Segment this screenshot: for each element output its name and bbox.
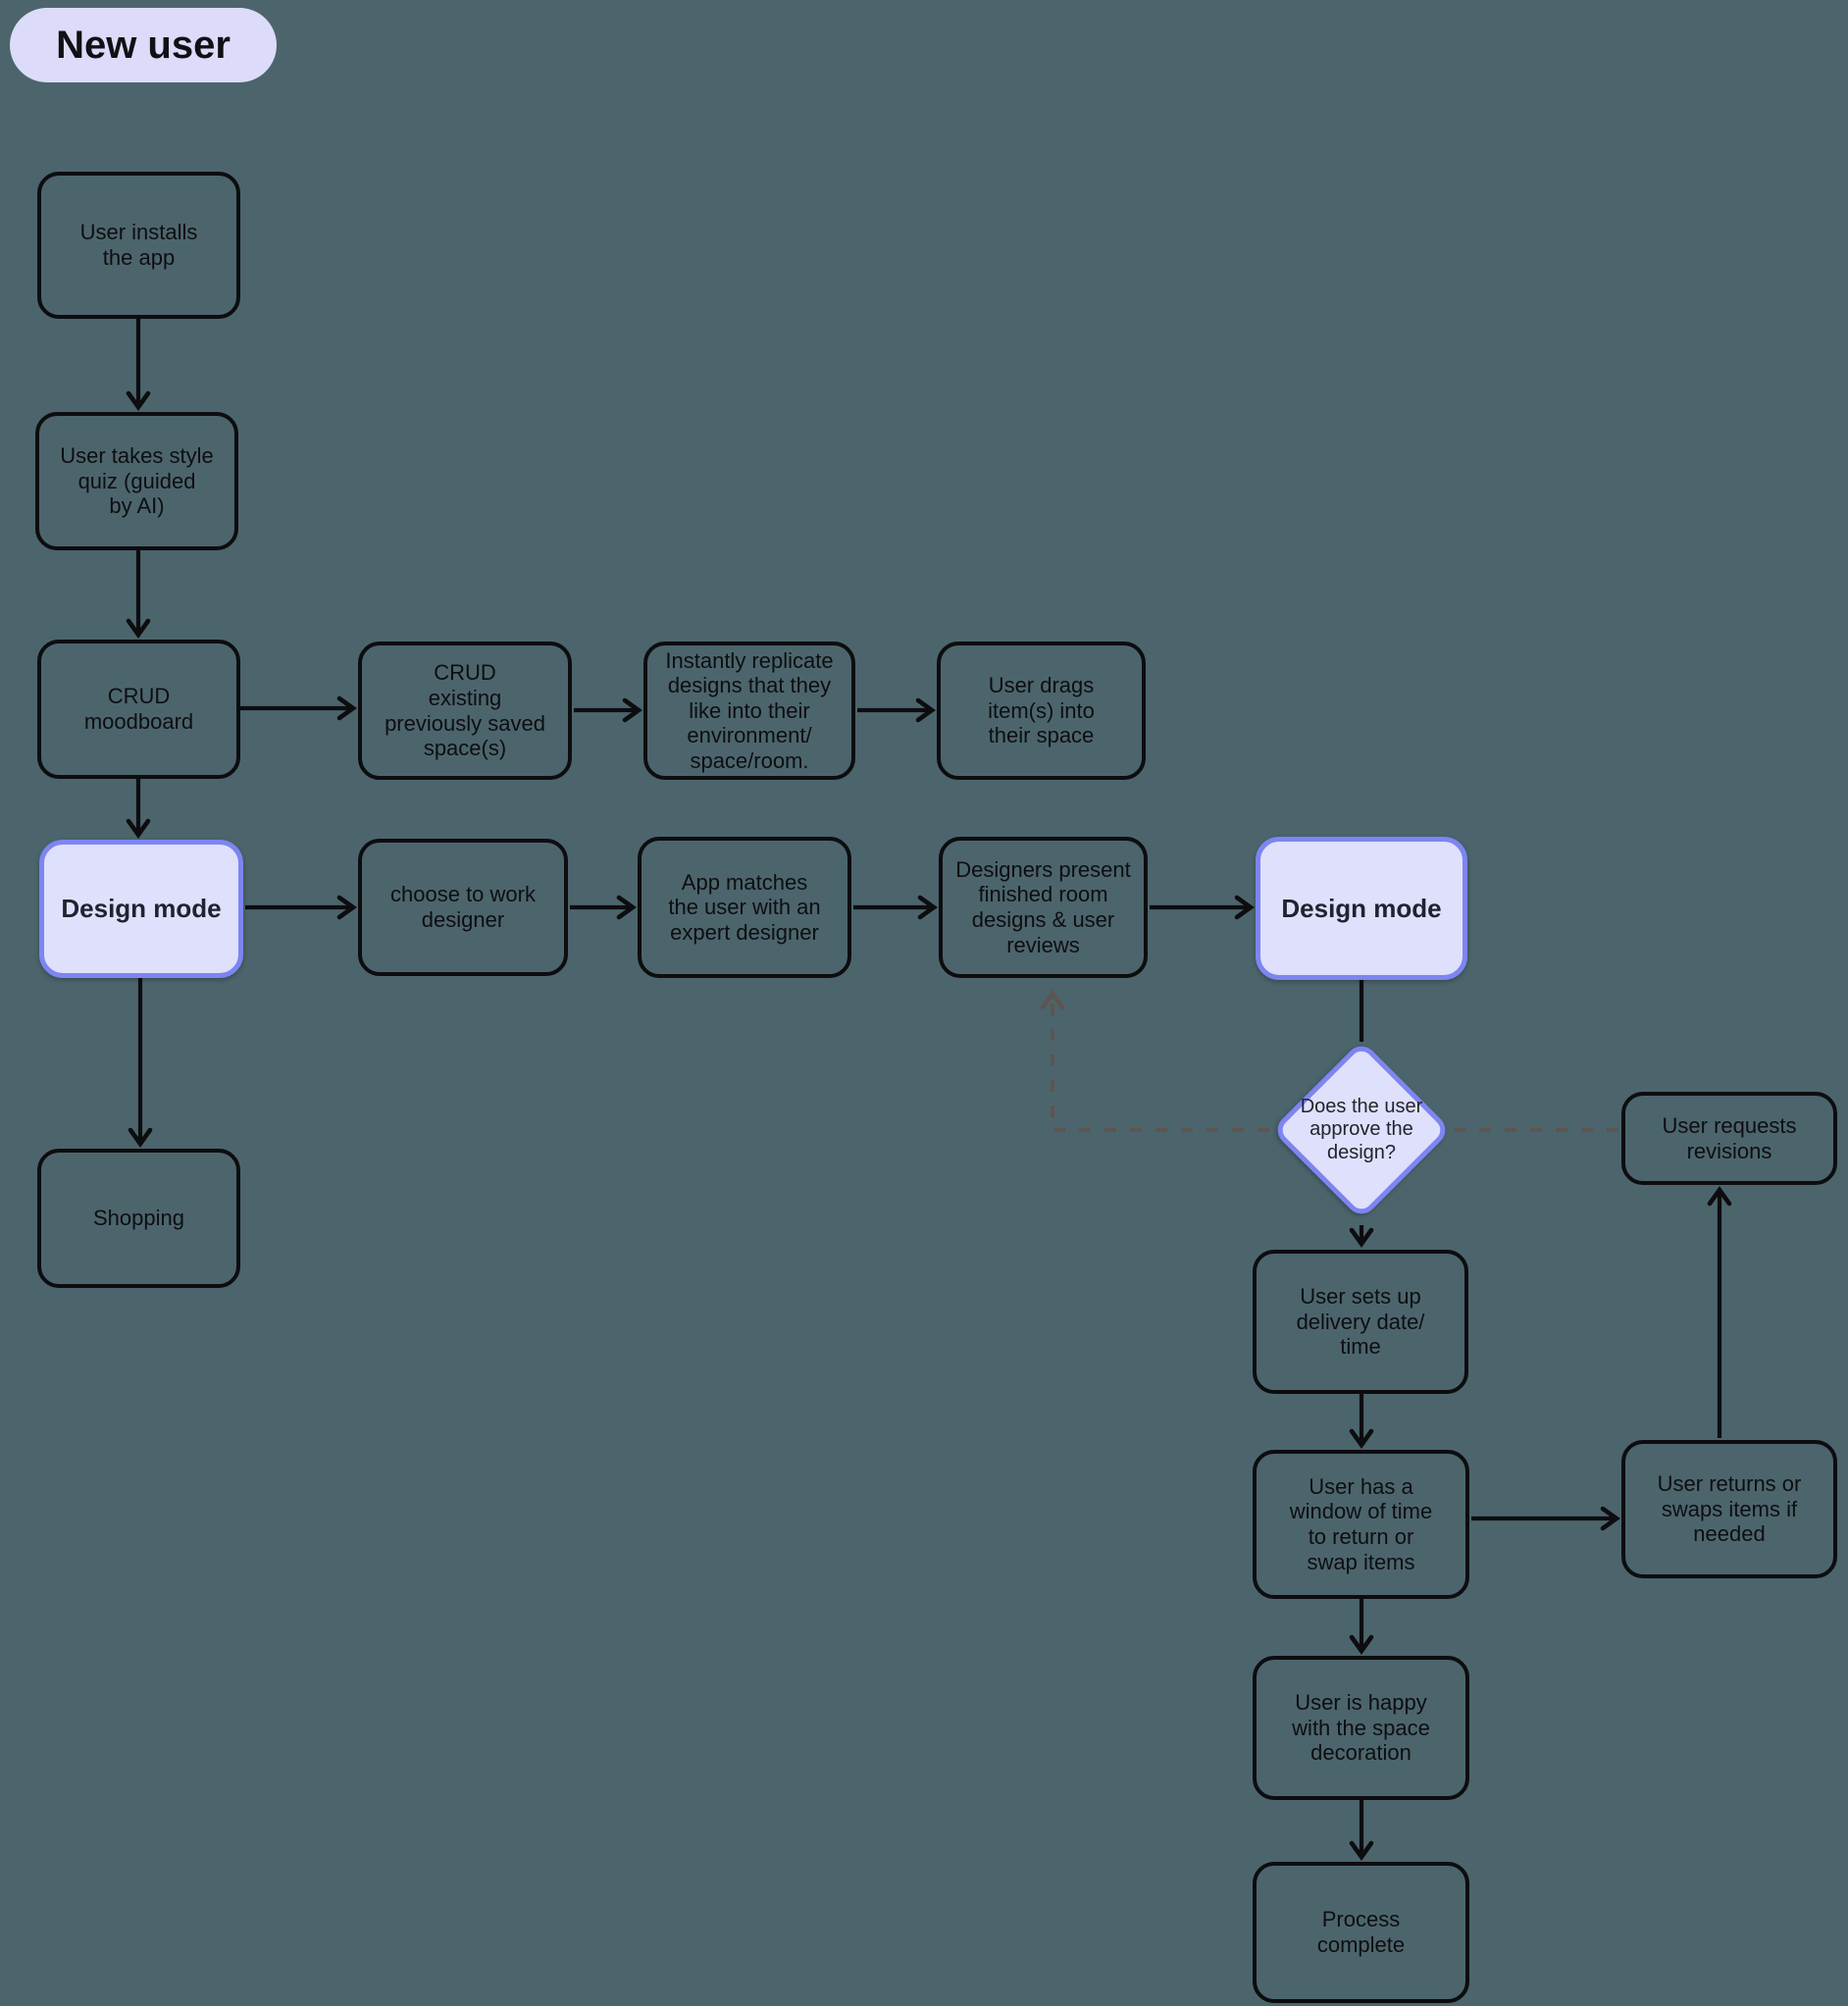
node-design-mode-1[interactable]: Design mode (39, 840, 243, 978)
node-app-matches-designer[interactable]: App matches the user with an expert desi… (638, 837, 851, 978)
node-user-requests-revisions[interactable]: User requests revisions (1621, 1092, 1837, 1185)
node-choose-to-work-designer[interactable]: choose to work designer (358, 839, 568, 976)
decision-label: Does the user approve the design? (1300, 1095, 1423, 1163)
node-process-complete[interactable]: Process complete (1253, 1862, 1469, 2003)
node-design-mode-2[interactable]: Design mode (1256, 837, 1467, 980)
node-user-returns-swaps[interactable]: User returns or swaps items if needed (1621, 1440, 1837, 1578)
node-user-drags-items[interactable]: User drags item(s) into their space (937, 642, 1146, 780)
node-instantly-replicate[interactable]: Instantly replicate designs that they li… (643, 642, 855, 780)
node-designers-present[interactable]: Designers present finished room designs … (939, 837, 1148, 978)
node-new-user[interactable]: New user (10, 8, 277, 82)
node-crud-moodboard[interactable]: CRUD moodboard (37, 640, 240, 779)
edge-decision-no-to-present-dashed (1040, 990, 1269, 1132)
node-user-happy[interactable]: User is happy with the space decoration (1253, 1656, 1469, 1800)
node-delivery-date[interactable]: User sets up delivery date/ time (1253, 1250, 1468, 1394)
node-crud-existing-spaces[interactable]: CRUD existing previously saved space(s) (358, 642, 572, 780)
node-style-quiz[interactable]: User takes style quiz (guided by AI) (35, 412, 238, 550)
node-approve-decision[interactable]: Does the user approve the design? (1268, 1037, 1455, 1223)
node-return-window[interactable]: User has a window of time to return or s… (1253, 1450, 1469, 1599)
node-shopping[interactable]: Shopping (37, 1149, 240, 1288)
node-user-installs-app[interactable]: User installs the app (37, 172, 240, 319)
